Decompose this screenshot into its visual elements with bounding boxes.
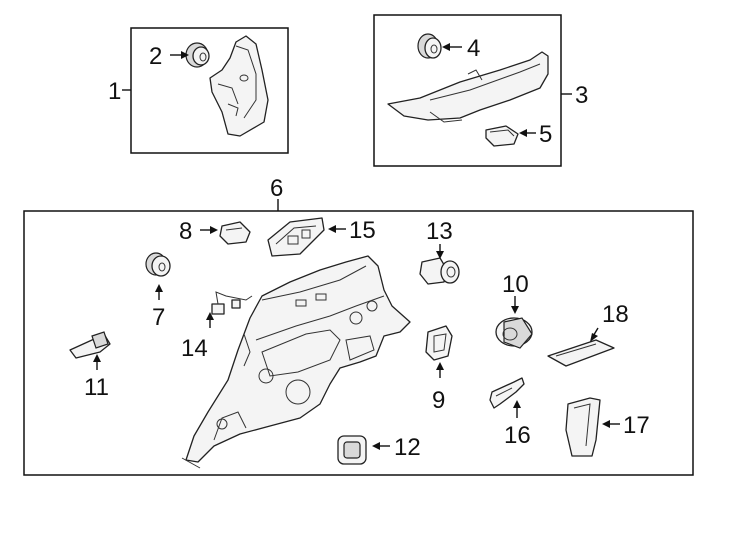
part-2-bumper [185, 42, 210, 68]
part-16-bracket [489, 377, 525, 409]
group-box-6 [23, 210, 694, 476]
part-6-quarter-trim-panel [181, 255, 411, 469]
callout-17: 17 [623, 412, 650, 439]
part-10-cover [495, 317, 533, 349]
callout-18: 18 [602, 301, 629, 328]
part-13-connector [419, 257, 460, 285]
part-3-pillar-trim [387, 51, 549, 123]
callout-14: 14 [181, 335, 208, 362]
part-9-handle [425, 325, 453, 361]
part-1-upper-trim-panel [209, 35, 269, 137]
callout-10: 10 [502, 271, 529, 298]
part-14-sensor [211, 291, 253, 315]
part-8-clip [219, 221, 251, 245]
part-11-clip [69, 331, 111, 359]
callout-16: 16 [504, 422, 531, 449]
callout-4: 4 [467, 35, 480, 62]
callout-11: 11 [84, 374, 109, 401]
part-7-bumper [145, 252, 171, 277]
callout-9: 9 [432, 387, 445, 414]
callout-2: 2 [149, 43, 162, 70]
callout-12: 12 [394, 434, 421, 461]
callout-6: 6 [270, 175, 283, 202]
part-18-cover-plate [547, 339, 615, 367]
callout-8: 8 [179, 218, 192, 245]
part-15-storage-tray [267, 217, 325, 257]
callout-1: 1 [108, 78, 121, 105]
part-17-trim-piece [565, 397, 601, 457]
part-12-grommet [337, 435, 367, 465]
callout-15: 15 [349, 217, 376, 244]
group-box-3 [373, 14, 562, 167]
callout-13: 13 [426, 218, 453, 245]
callout-7: 7 [152, 304, 165, 331]
part-4-bumper [417, 33, 442, 59]
callout-3: 3 [575, 82, 588, 109]
callout-5: 5 [539, 121, 552, 148]
part-5-clip [485, 125, 519, 147]
